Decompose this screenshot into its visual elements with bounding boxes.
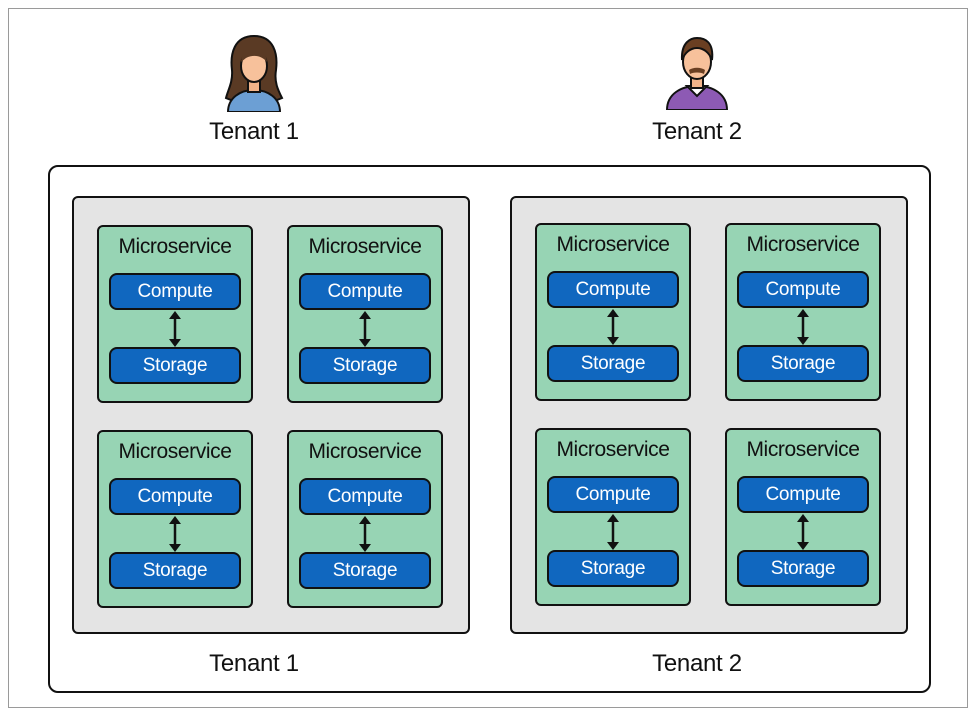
microservice-box: Microservice Compute Storage — [97, 430, 253, 608]
storage-block: Storage — [737, 345, 869, 382]
microservice-title: Microservice — [746, 233, 860, 256]
bidirectional-arrow-icon — [359, 516, 371, 552]
compute-block: Compute — [547, 271, 679, 308]
microservice-title: Microservice — [308, 235, 422, 258]
microservice-box: Microservice Compute Storage — [535, 428, 691, 606]
bidirectional-arrow-icon — [797, 514, 809, 550]
bidirectional-arrow-icon — [169, 516, 181, 552]
storage-block: Storage — [109, 347, 241, 384]
microservice-title: Microservice — [118, 440, 232, 463]
bidirectional-arrow-icon — [359, 311, 371, 347]
compute-block: Compute — [547, 476, 679, 513]
compute-block: Compute — [737, 271, 869, 308]
storage-block: Storage — [547, 345, 679, 382]
compute-block: Compute — [109, 478, 241, 515]
storage-block: Storage — [299, 347, 431, 384]
tenant-2-group-label: Tenant 2 — [652, 650, 742, 677]
tenant-2-top-label: Tenant 2 — [652, 118, 742, 145]
microservice-title: Microservice — [308, 440, 422, 463]
bidirectional-arrow-icon — [607, 309, 619, 345]
tenant-1-top-label: Tenant 1 — [209, 118, 299, 145]
tenant-1-group-label: Tenant 1 — [209, 650, 299, 677]
tenant-2-group: Microservice Compute Storage Microservic… — [510, 196, 908, 634]
compute-block: Compute — [299, 273, 431, 310]
female-user-icon — [224, 34, 284, 112]
male-user-icon — [665, 36, 729, 110]
microservice-title: Microservice — [746, 438, 860, 461]
bidirectional-arrow-icon — [797, 309, 809, 345]
microservice-title: Microservice — [556, 233, 670, 256]
storage-block: Storage — [547, 550, 679, 587]
compute-block: Compute — [299, 478, 431, 515]
diagram-frame — [8, 8, 968, 708]
bidirectional-arrow-icon — [607, 514, 619, 550]
tenant-1-group: Microservice Compute Storage Microservic… — [72, 196, 470, 634]
microservice-box: Microservice Compute Storage — [725, 428, 881, 606]
microservice-box: Microservice Compute Storage — [287, 430, 443, 608]
storage-block: Storage — [299, 552, 431, 589]
compute-block: Compute — [737, 476, 869, 513]
storage-block: Storage — [737, 550, 869, 587]
microservice-box: Microservice Compute Storage — [725, 223, 881, 401]
microservice-box: Microservice Compute Storage — [97, 225, 253, 403]
bidirectional-arrow-icon — [169, 311, 181, 347]
storage-block: Storage — [109, 552, 241, 589]
microservice-box: Microservice Compute Storage — [535, 223, 691, 401]
microservice-box: Microservice Compute Storage — [287, 225, 443, 403]
microservice-title: Microservice — [556, 438, 670, 461]
compute-block: Compute — [109, 273, 241, 310]
microservice-title: Microservice — [118, 235, 232, 258]
